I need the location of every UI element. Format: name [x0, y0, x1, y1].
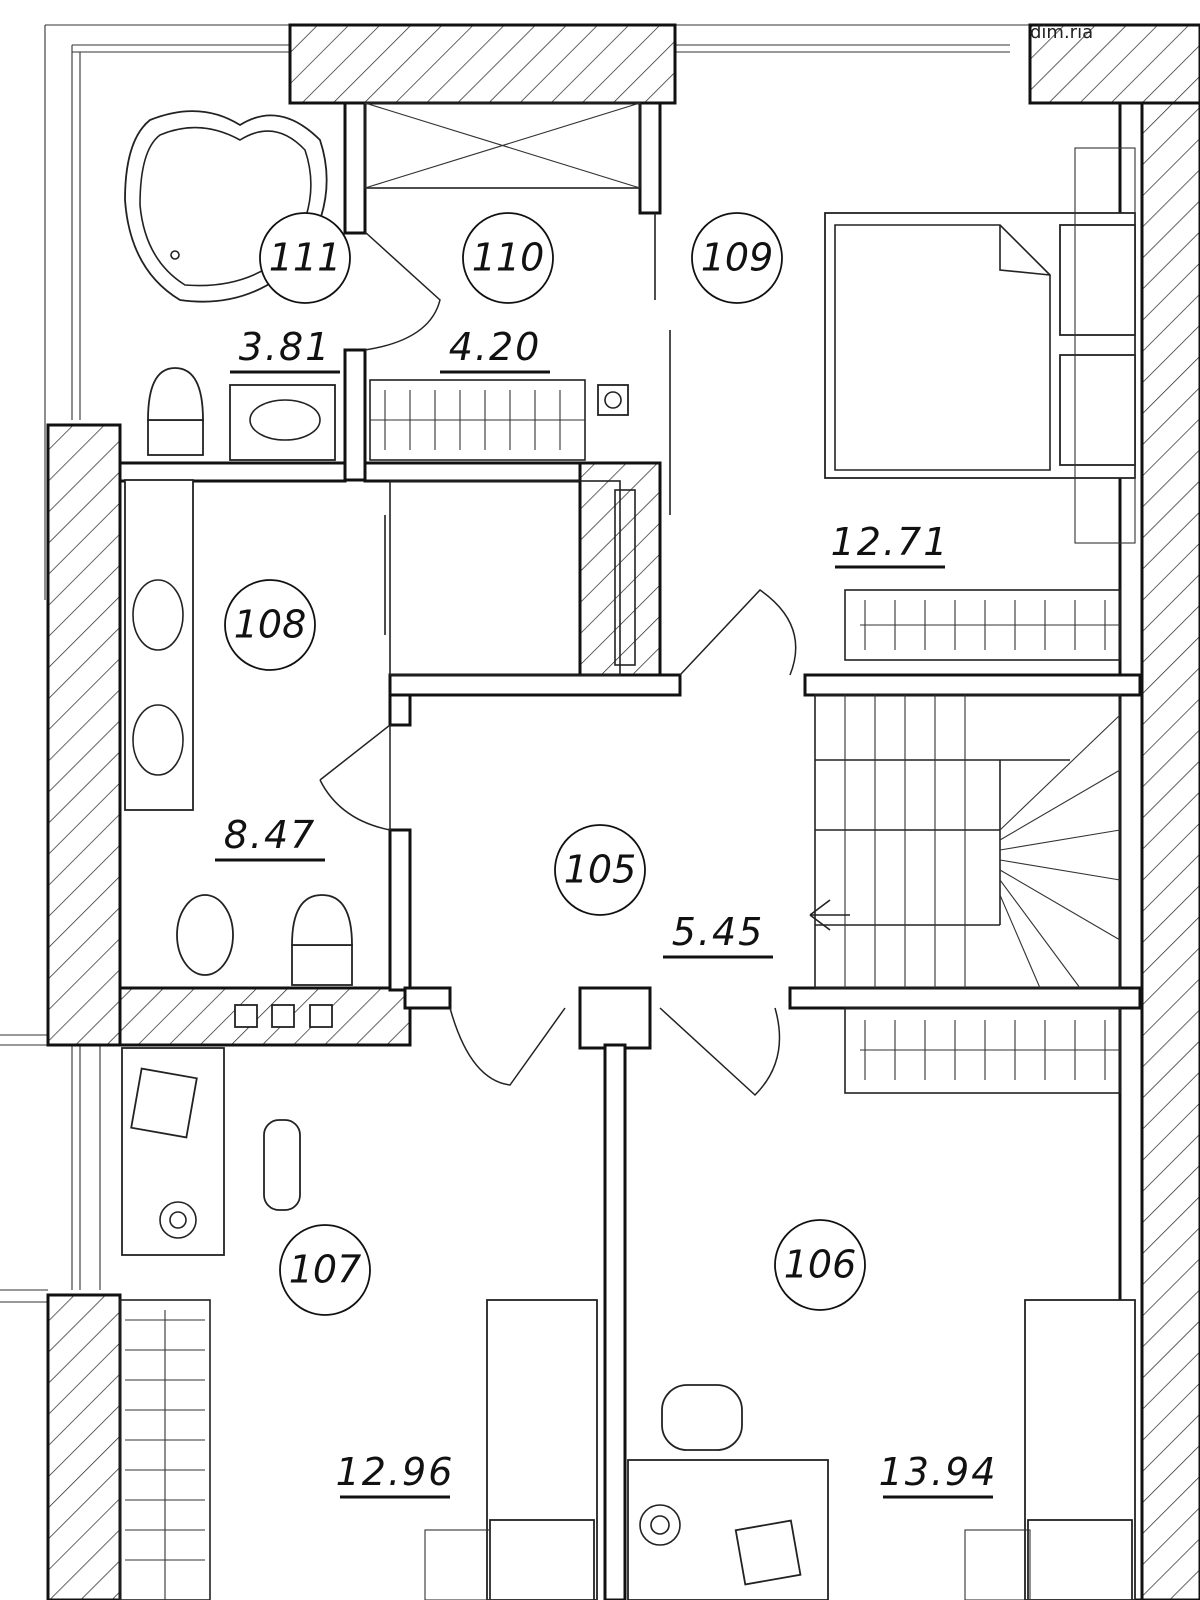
room-107-area: 12.96 — [336, 1450, 455, 1494]
room-109-area: 12.71 — [831, 520, 950, 564]
facade-lines — [0, 24, 1150, 1303]
room-labels: 111 3.81 110 4.20 109 12.71 108 8.47 105 5.45 107 1… — [215, 212, 998, 1499]
desk-106 — [627, 1384, 829, 1600]
room-109-number: 109 — [701, 236, 774, 280]
room-105-area: 5.45 — [672, 910, 765, 954]
wardrobe — [364, 102, 641, 676]
desk-107 — [121, 1047, 301, 1256]
room-105-number: 105 — [564, 848, 637, 892]
room-110-marker — [462, 212, 554, 304]
room-106-area: 13.94 — [879, 1450, 998, 1494]
room-109-marker — [691, 212, 783, 304]
doors — [319, 213, 797, 1097]
room-108-area: 8.47 — [224, 813, 317, 857]
room-105-marker — [554, 824, 646, 916]
watermark: dim.ria — [1030, 22, 1093, 43]
room-108-marker — [224, 579, 316, 671]
radiators — [119, 379, 1121, 1600]
room-106-marker — [774, 1219, 866, 1311]
room-110-area: 4.20 — [449, 325, 542, 369]
staircase — [809, 694, 1121, 989]
room-107-marker — [279, 1224, 371, 1316]
double-bed — [824, 147, 1136, 544]
exterior-walls — [46, 23, 1200, 1600]
single-beds — [424, 1299, 1136, 1600]
room-111-area: 3.81 — [239, 325, 332, 369]
sanitary — [124, 367, 629, 1028]
room-111-marker — [259, 212, 351, 304]
room-108-number: 108 — [234, 603, 307, 647]
room-110-number: 110 — [472, 236, 545, 280]
room-107-number: 107 — [289, 1248, 362, 1292]
room-106-number: 106 — [784, 1243, 857, 1287]
room-111-number: 111 — [269, 236, 342, 280]
